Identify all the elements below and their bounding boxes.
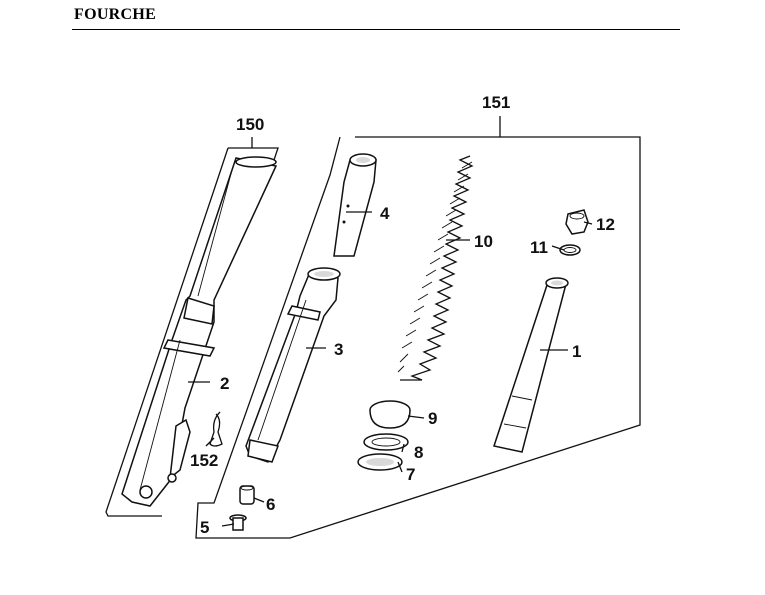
- part-7-circlip: [357, 453, 403, 471]
- part-152-clip: [209, 411, 223, 447]
- part-12-cap-bolt: [565, 209, 589, 235]
- callout-1: 1: [572, 342, 581, 361]
- callout-2: 2: [220, 374, 229, 393]
- page-title: FOURCHE: [74, 6, 157, 23]
- part-10-spring: [397, 155, 474, 381]
- callout-6: 6: [266, 495, 275, 514]
- callout-151: 151: [482, 93, 510, 112]
- part-9-dust-seal: [369, 400, 411, 429]
- callout-152: 152: [190, 451, 218, 470]
- callout-9: 9: [428, 409, 437, 428]
- part-1-inner-tube: [493, 277, 569, 453]
- part-8-oil-seal: [363, 433, 409, 451]
- callout-4: 4: [380, 204, 390, 223]
- callout-5: 5: [200, 518, 209, 537]
- part-6-washer: [239, 485, 255, 505]
- callout-3: 3: [334, 340, 343, 359]
- callout-11: 11: [530, 238, 548, 257]
- callout-7: 7: [406, 465, 415, 484]
- title-divider: [72, 29, 680, 30]
- part-3-fork-slider: [245, 267, 341, 463]
- callout-10: 10: [474, 232, 493, 251]
- part-4-damper-tube: [333, 153, 377, 257]
- assembly-151-bracket: [195, 116, 641, 539]
- part-2-fork-slider: [121, 156, 278, 507]
- callout-12: 12: [596, 215, 615, 234]
- leader-lines: [188, 211, 593, 527]
- part-11-o-ring: [559, 244, 581, 256]
- callout-8: 8: [414, 443, 423, 462]
- callout-150: 150: [236, 115, 264, 134]
- part-5-bolt: [229, 514, 247, 531]
